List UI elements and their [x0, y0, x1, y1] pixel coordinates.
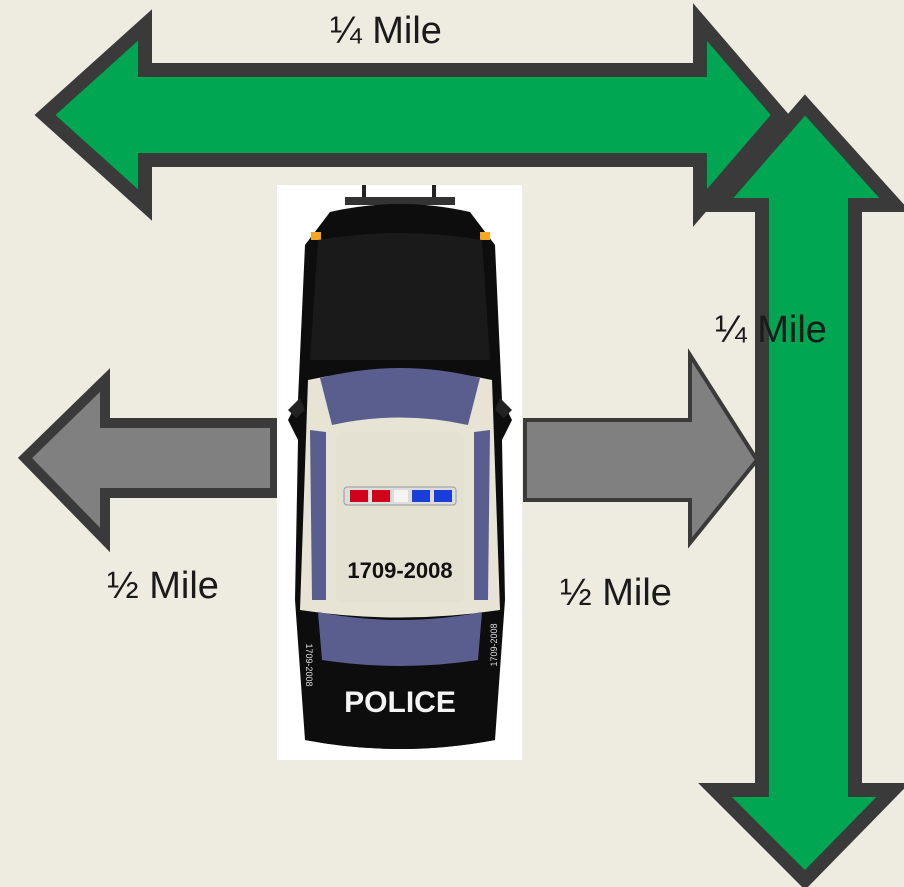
police-car-image: 1709-2008 1709-2008 1709-2008 POLICE	[277, 185, 522, 760]
car-side-number-right: 1709-2008	[489, 623, 499, 666]
car-side-number-left: 1709-2008	[304, 643, 314, 686]
right-distance-label: ¼ Mile	[715, 311, 827, 349]
car-police-text: POLICE	[344, 686, 456, 719]
right-gray-arrow	[525, 355, 757, 543]
left-gray-arrow	[25, 380, 275, 540]
car-roof-number: 1709-2008	[347, 558, 452, 583]
top-distance-label: ¼ Mile	[330, 12, 442, 50]
left-distance-label: ½ Mile	[107, 567, 219, 605]
right-half-distance-label: ½ Mile	[560, 574, 672, 612]
right-green-double-arrow	[715, 105, 895, 880]
